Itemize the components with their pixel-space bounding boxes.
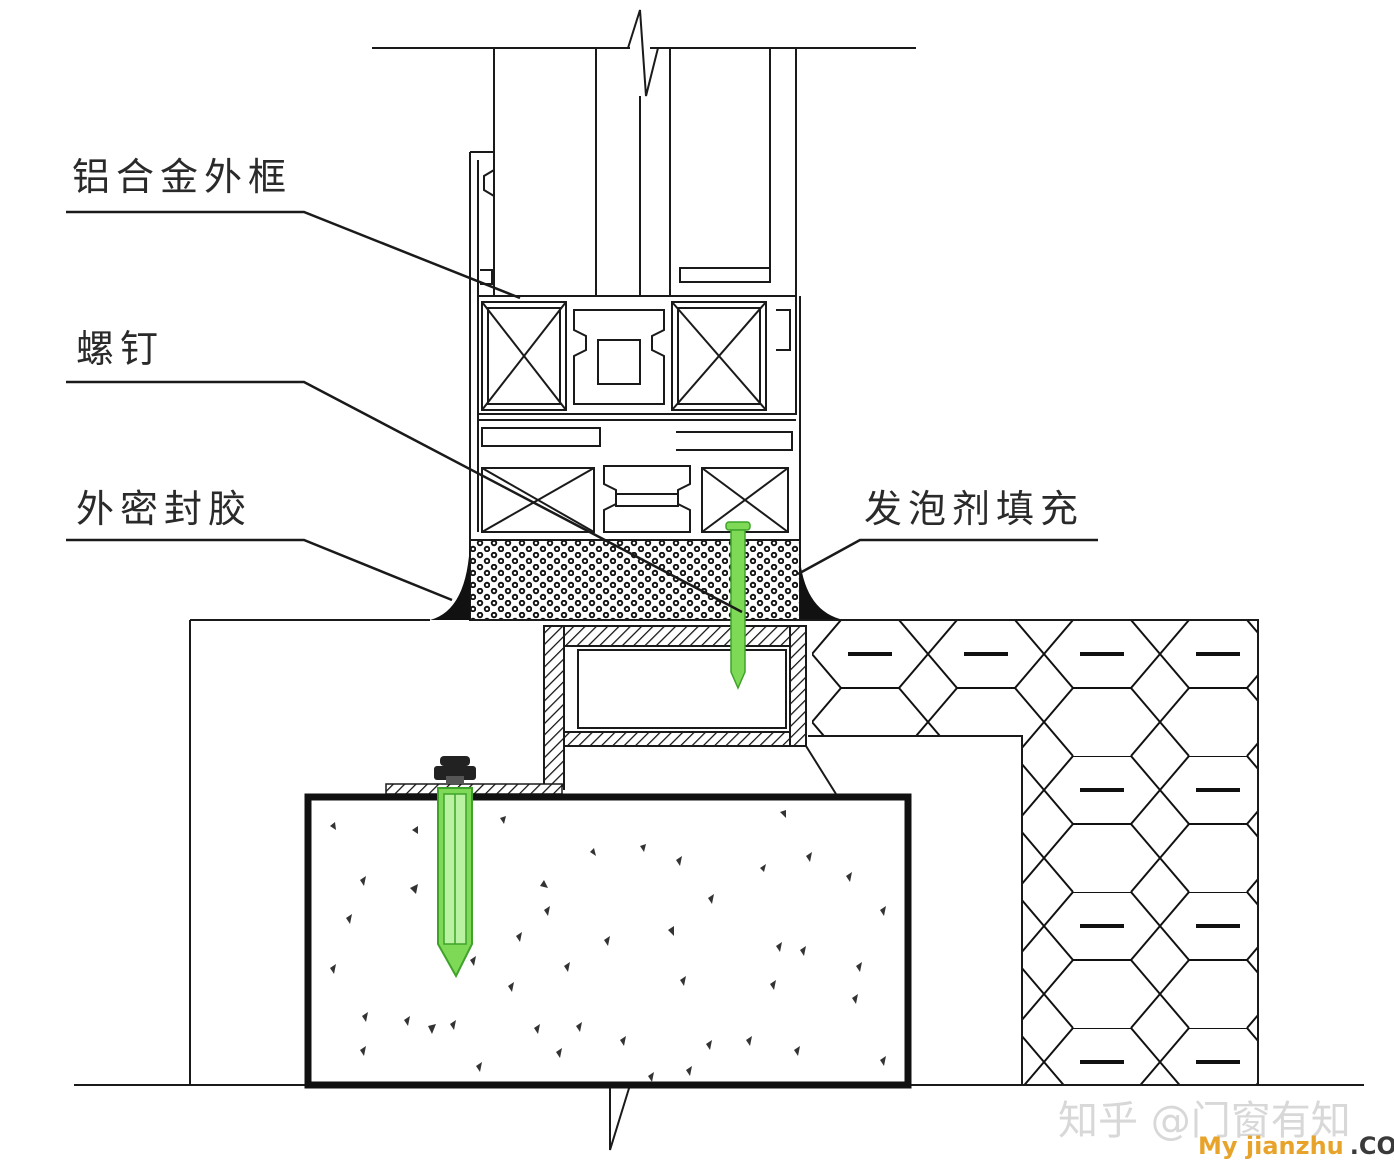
insulation-outline	[800, 619, 1259, 1086]
foam-fill-region	[469, 539, 801, 621]
concrete-aggregate	[330, 810, 886, 1082]
steel-plate	[385, 783, 563, 795]
label-foam-fill: 发泡剂填充	[864, 487, 1085, 531]
watermark-zhihu: 知乎 @门窗有知	[1058, 1098, 1351, 1144]
label-outer-frame: 铝合金外框	[72, 155, 293, 199]
watermark-site-tld: .COM	[1349, 1132, 1394, 1160]
steel-sub-frame-bottom	[563, 731, 807, 747]
outer-sealant-right	[800, 560, 844, 620]
leader-lines	[66, 210, 1098, 614]
insulation-side	[1022, 620, 1258, 1085]
steel-sub-frame-cavity	[577, 649, 787, 729]
steel-sub-frame-right	[789, 625, 807, 747]
green-anchor-bolt-icon	[434, 756, 476, 979]
label-outer-sealant: 外密封胶	[76, 487, 253, 531]
steel-sub-frame-left	[543, 625, 565, 787]
outer-sealant-left	[430, 540, 470, 620]
steel-sub-frame-top	[563, 625, 807, 647]
label-screw: 螺钉	[76, 327, 165, 371]
watermark-site: My jianzhu.COM	[1198, 1132, 1394, 1160]
window-glass-top	[372, 9, 916, 296]
aluminum-frame-profile	[469, 151, 801, 541]
watermark-site-name: My jianzhu	[1198, 1132, 1344, 1160]
